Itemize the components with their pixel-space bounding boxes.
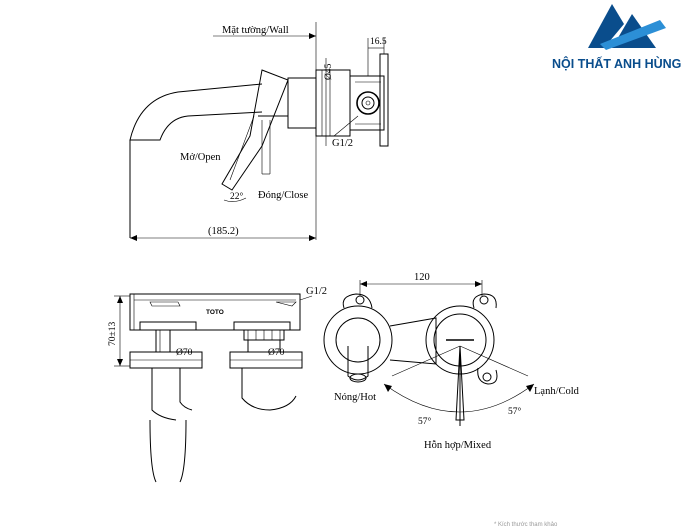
angle-22-label: 22° (230, 191, 244, 202)
dim-16-5-label: 16.5 (370, 37, 387, 47)
footer-note: * Kích thước tham khảo (494, 522, 558, 528)
hot-label: Nóng/Hot (334, 392, 376, 403)
angle-right-label: 57° (508, 406, 522, 417)
wall-label: Mặt tường/Wall (222, 25, 289, 36)
cold-label: Lạnh/Cold (534, 386, 580, 397)
open-label: Mở/Open (180, 152, 221, 163)
angle-left-label: 57° (418, 416, 432, 427)
dim-height-label: 70±13 (108, 322, 118, 346)
dim-d70-right-label: Ø70 (268, 348, 285, 358)
logo-mark-swoosh (600, 20, 666, 50)
dim-d70-left-label: Ø70 (176, 348, 193, 358)
dim-120-label: 120 (414, 272, 430, 283)
close-label: Đóng/Close (258, 190, 309, 201)
thread-label-front: G1/2 (306, 286, 327, 297)
side-view: Mặt tường/Wall Ø45 16.5 G1 (129, 22, 389, 241)
brand-logo: NỘI THẤT ANH HÙNG (552, 4, 681, 71)
toto-brand-mark: TOTO (206, 309, 224, 316)
logo-mark-left (588, 4, 624, 48)
mixed-label: Hỗn hợp/Mixed (424, 440, 492, 451)
front-view: TOTO G1/2 70±13 Ø70 Ø70 (108, 286, 327, 483)
thread-label-side: G1/2 (332, 138, 353, 149)
brand-name: NỘI THẤT ANH HÙNG (552, 56, 681, 71)
dim-total-label: (185.2) (208, 226, 239, 237)
dim-d45-label: Ø45 (324, 63, 334, 80)
top-view: 120 Nóng/Hot Lạnh/Cold Hỗn hợp/Mixed 57°… (323, 272, 580, 451)
